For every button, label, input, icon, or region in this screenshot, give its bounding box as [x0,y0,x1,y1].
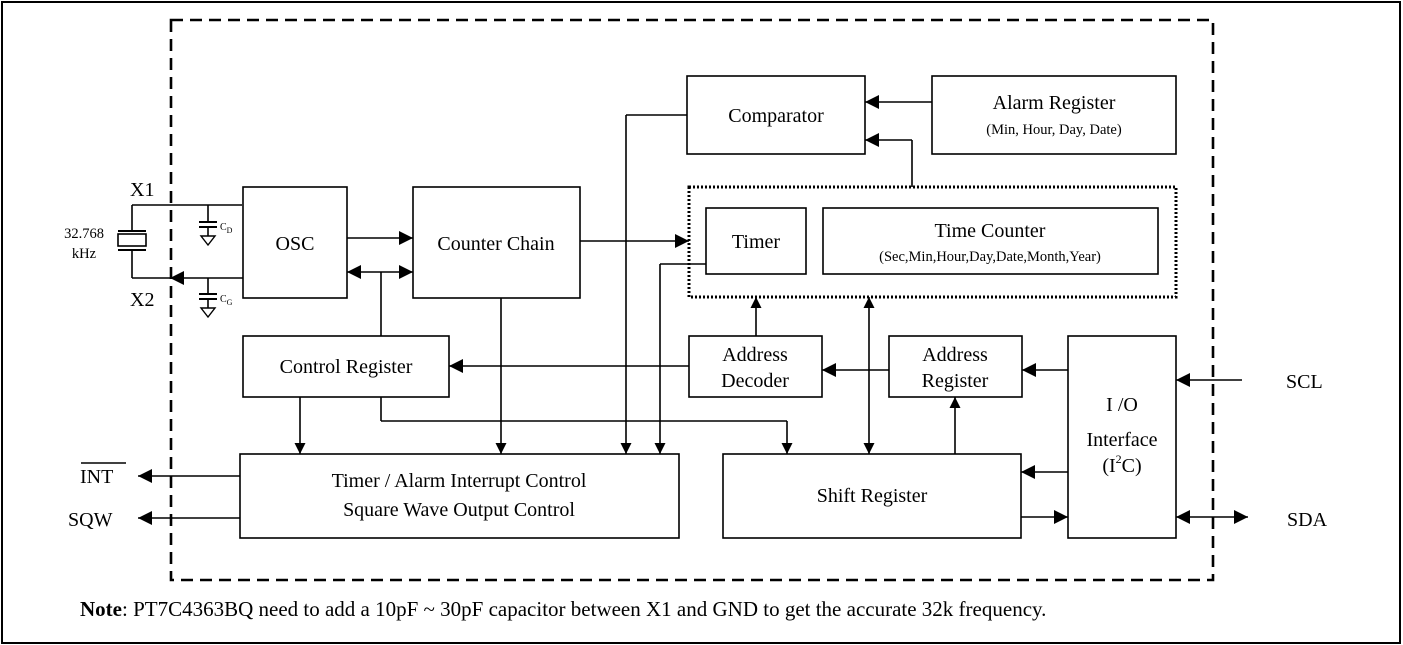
io-label-3: (I2C) [1102,452,1141,477]
interrupt-control-block: Timer / Alarm Interrupt Control Square W… [239,453,680,539]
cd-label: CD [220,222,233,235]
address-decoder-block: Address Decoder [688,335,823,398]
interrupt-control-label-2: Square Wave Output Control [343,499,575,521]
crystal-frequency-value: 32.768 [64,226,104,242]
alarm-register-subtitle: (Min, Hour, Day, Date) [986,122,1122,138]
address-decoder-label-1: Address [722,344,788,366]
sqw-pin-label: SQW [68,509,113,531]
address-register-label-2: Register [922,370,989,392]
io-interface-block: I /O Interface (I2C) [1067,335,1177,539]
interrupt-control-label-1: Timer / Alarm Interrupt Control [332,470,587,492]
osc-label: OSC [276,233,315,255]
shift-register-label: Shift Register [817,485,928,507]
comparator-label: Comparator [728,105,824,127]
counter-chain-block: Counter Chain [412,186,581,299]
note-text: : PT7C4363BQ need to add a 10pF ~ 30pF c… [122,597,1046,621]
io-label-1: I /O [1106,394,1138,416]
time-counter-title: Time Counter [935,220,1046,242]
comparator-block: Comparator [686,75,866,155]
sda-pin-label: SDA [1287,509,1328,531]
chip-boundary [169,18,1215,582]
address-decoder-label-2: Decoder [721,370,789,392]
rtc-group-boundary [687,185,1178,299]
scl-pin-label: SCL [1286,371,1323,393]
timer-label: Timer [732,231,781,253]
counter-chain-label: Counter Chain [437,233,554,255]
int-pin-label: INT [80,466,113,488]
control-register-label: Control Register [280,356,413,378]
osc-block: OSC [242,186,348,299]
cg-label: CG [220,294,233,307]
control-register-block: Control Register [242,335,450,398]
alarm-register-title: Alarm Register [993,92,1116,114]
crystal-circuit [117,204,243,319]
x2-pin-label: X2 [130,289,154,311]
time-counter-block: Time Counter (Sec,Min,Hour,Day,Date,Mont… [822,207,1159,275]
shift-register-block: Shift Register [722,453,1022,539]
crystal-frequency-unit: kHz [72,246,97,262]
time-counter-subtitle: (Sec,Min,Hour,Day,Date,Month,Year) [879,249,1101,265]
note-label: Note [80,597,122,621]
alarm-register-block: Alarm Register (Min, Hour, Day, Date) [931,75,1177,155]
io-label-2: Interface [1086,429,1157,451]
address-register-block: Address Register [888,335,1023,398]
address-register-label-1: Address [922,344,988,366]
signal-wires [138,95,1248,525]
note: Note: PT7C4363BQ need to add a 10pF ~ 30… [80,597,1046,621]
x1-pin-label: X1 [130,179,154,201]
timer-block: Timer [705,207,807,275]
